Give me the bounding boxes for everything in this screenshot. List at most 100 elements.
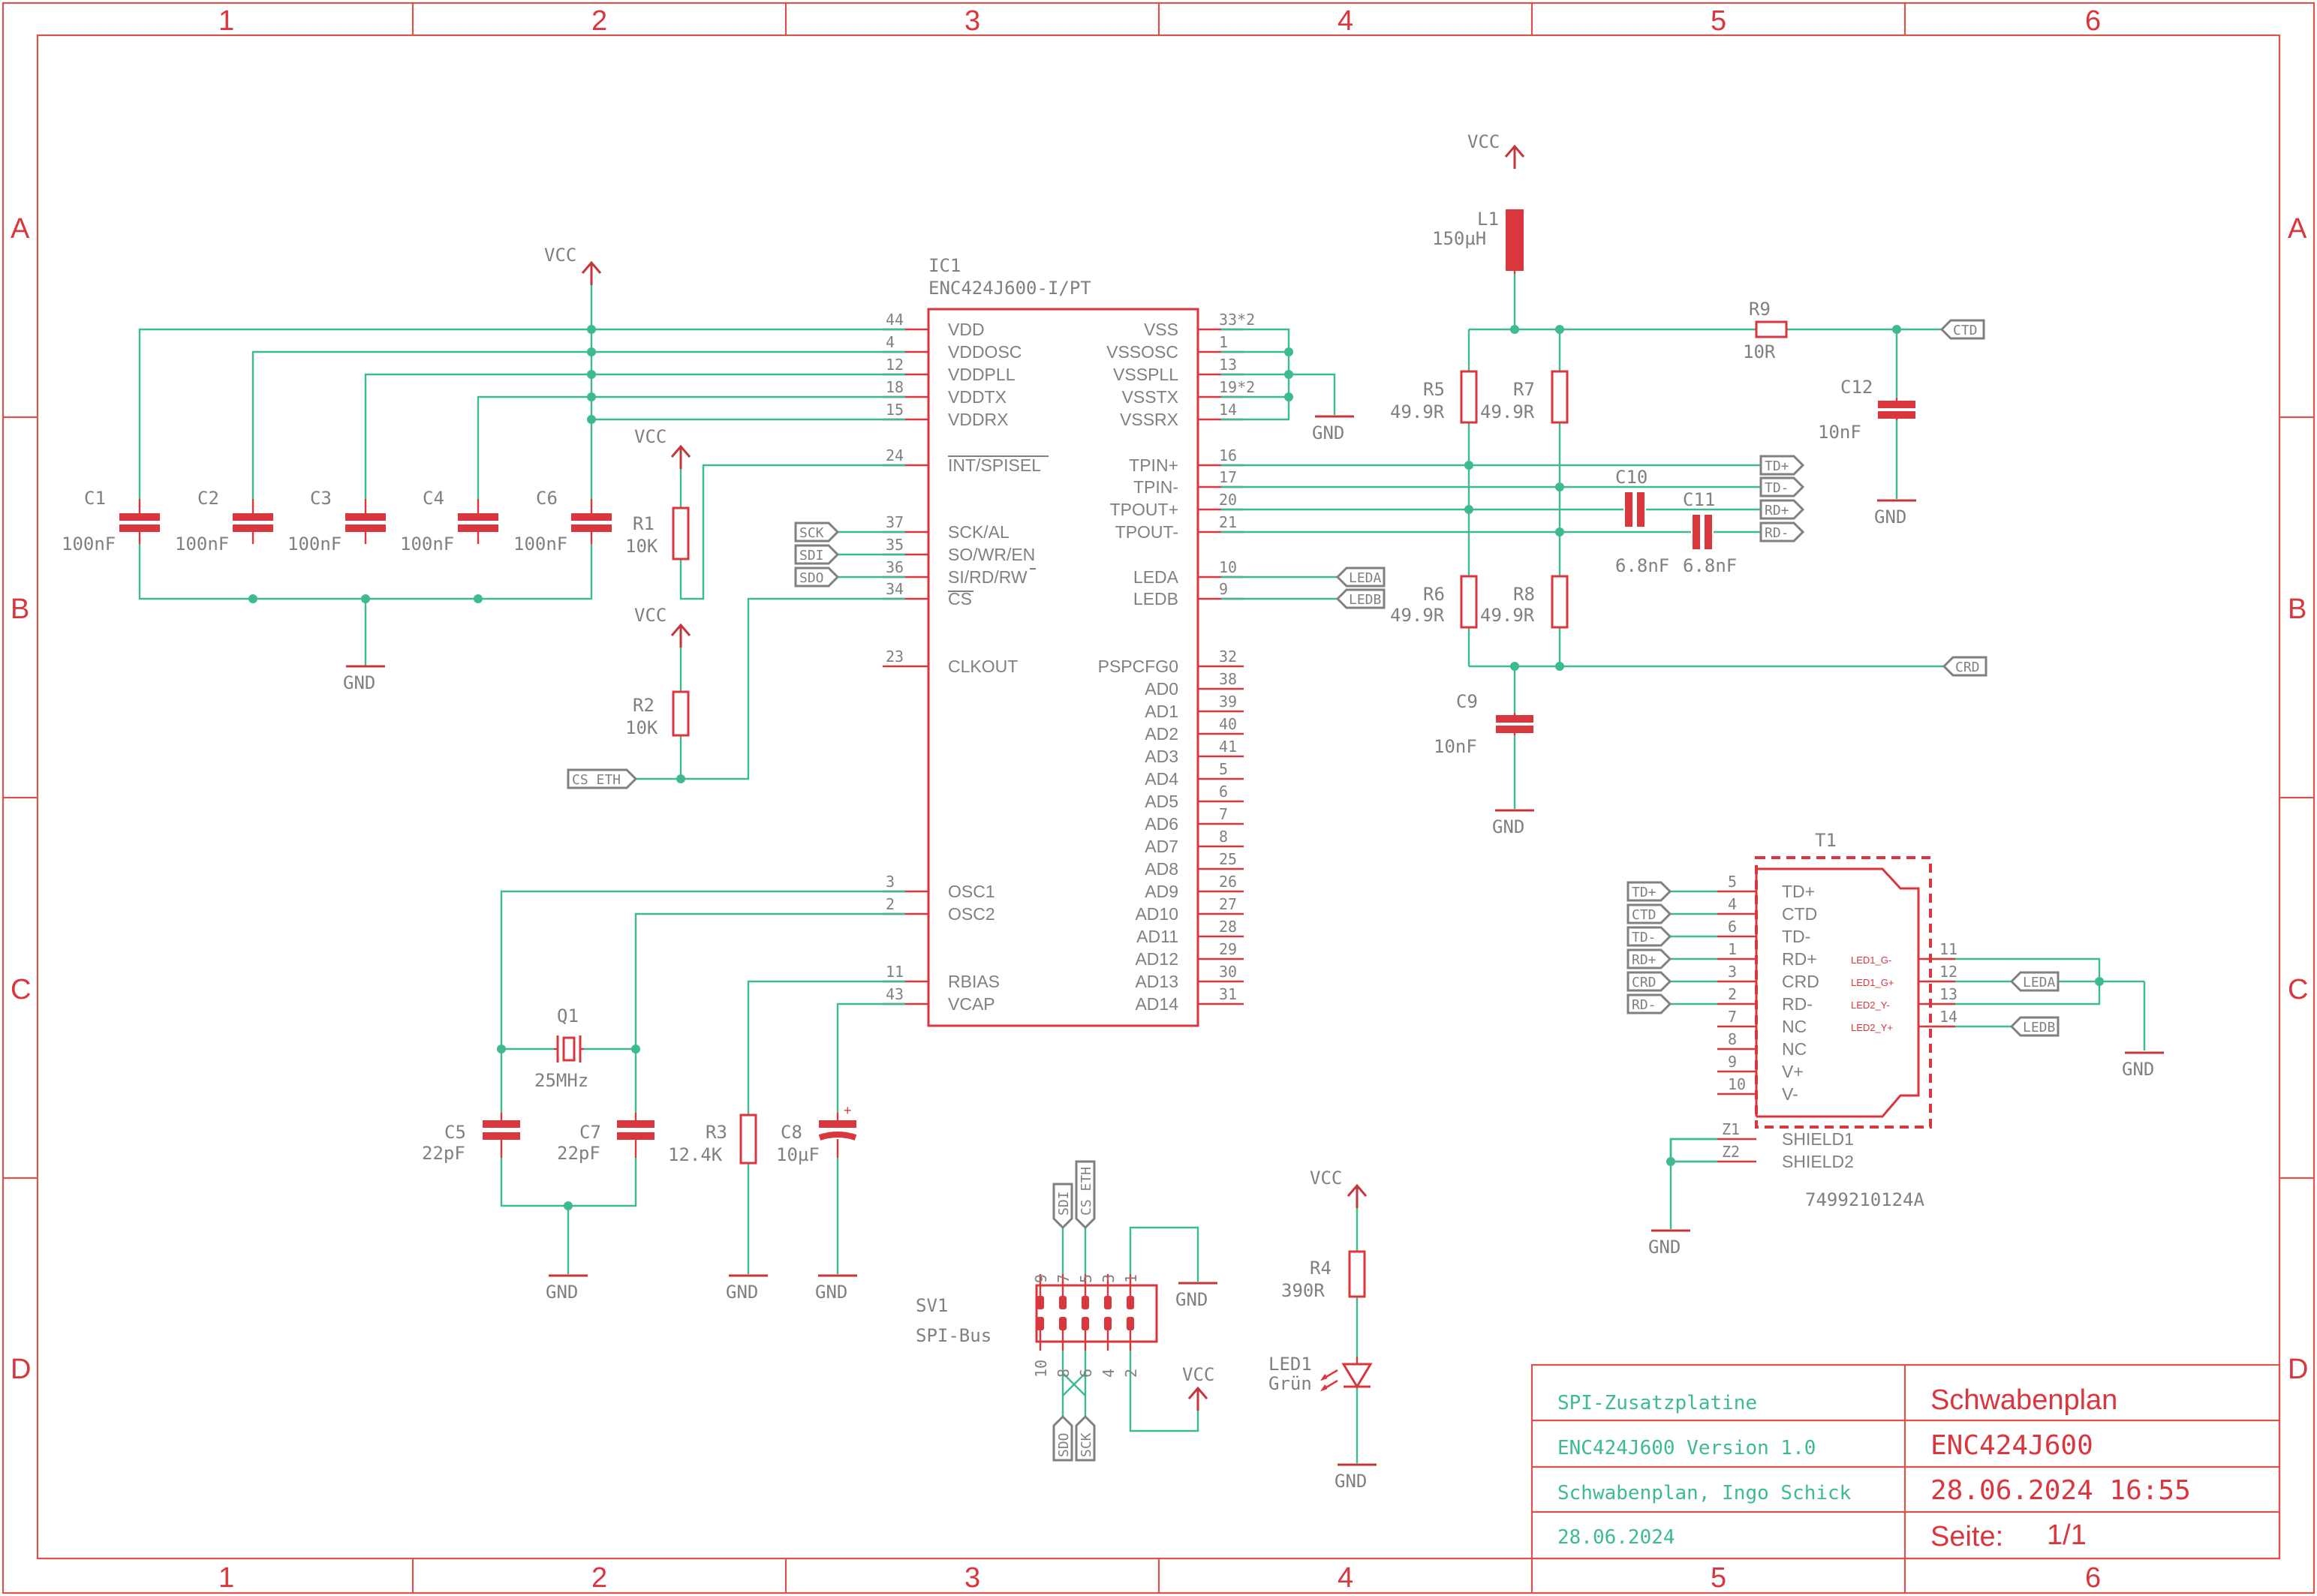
zone-col-top: 3 [964,5,980,37]
t1-pin-number: 2 [1728,985,1737,1003]
gnd-label: GND [1874,506,1906,527]
sv1-pin-number: 9 [1032,1274,1050,1283]
net-label: TD+ [1765,458,1789,474]
ic1-pin-number: 41 [1219,738,1237,756]
net-label: SCK [1079,1432,1094,1457]
ic1-pin-number: 18 [886,378,904,396]
ic1-pin-name: OSC1 [948,882,995,901]
gnd-label: GND [1335,1471,1367,1492]
ic1-pin-name: INT/SPISEL [948,455,1041,475]
sv1-pin-number: 8 [1055,1369,1073,1378]
r1-value: 10K [625,536,658,557]
t1-led-name: LED2_Y+ [1851,1022,1893,1033]
zone-col-bottom: 4 [1338,1562,1353,1594]
t1-led-number: 13 [1939,985,1957,1003]
ic1-pin-number: 7 [1219,805,1228,823]
c12-value: 10nF [1818,422,1861,443]
net-label: TD- [1632,930,1657,945]
c9-value: 10nF [1434,736,1477,757]
gnd-label: GND [1492,816,1524,837]
ic1-pin-number: 31 [1219,985,1237,1003]
ic1-value: ENC424J600-I/PT [928,278,1091,299]
t1-shield-number: Z2 [1722,1143,1740,1161]
ic1-pin-name: SI/RD/RW [948,567,1028,587]
net-label: SCK [799,525,824,541]
ic1-pin-number: 30 [1219,963,1237,981]
t1-led-number: 12 [1939,963,1957,981]
net-label: RD- [1765,525,1789,541]
title-page-value: 1/1 [2047,1519,2087,1551]
ic1-pin-number: 1 [1219,333,1228,351]
r3-value: 12.4K [668,1144,723,1165]
sv1-pin-number: 3 [1100,1274,1118,1283]
crystal-circuit: Q1 25MHz C5 22pF C7 22pF [422,1005,654,1164]
q1-value: 25MHz [534,1070,588,1091]
c2-ref: C2 [197,488,219,509]
zone-col-top: 2 [591,5,607,37]
r1-ref: R1 [633,513,654,534]
c8-value: 10µF [776,1144,820,1165]
ic1-pin-number: 21 [1219,513,1237,531]
ic1-pin-number: 23 [886,648,904,666]
t1-shield-name: SHIELD2 [1782,1152,1854,1171]
ic1-pin-number: 16 [1219,446,1237,464]
title-version: ENC424J600 Version 1.0 [1557,1437,1816,1459]
t1-pin-number: 8 [1728,1030,1737,1048]
r6-ref: R6 [1423,584,1445,605]
r7-value: 49.9R [1480,401,1535,422]
ic1-pin-name: TPIN- [1133,477,1178,497]
net-label: TD+ [1632,885,1657,900]
zone-col-bottom: 3 [964,1562,980,1594]
sv1-pin-number: 2 [1122,1369,1140,1378]
t1-shield-number: Z1 [1722,1120,1740,1138]
net-label: LEDA [1349,570,1382,586]
t1-shield-name: SHIELD1 [1782,1129,1854,1149]
ic1-pin-number: 32 [1219,648,1237,666]
ic1-pin-number: 5 [1219,760,1228,778]
net-label: CTD [1953,323,1978,338]
ic1-pin-name: AD2 [1145,724,1178,744]
c11-ref: C11 [1683,489,1715,510]
ic1-pin-number: 39 [1219,693,1237,711]
ic1-pin-name: AD0 [1145,679,1178,699]
c9-ref: C9 [1456,691,1478,712]
sv1-pin-number: 6 [1077,1369,1095,1378]
vcc-label: VCC [1467,131,1500,152]
r9-value: 10R [1743,341,1776,362]
zone-row-left: A [11,213,30,245]
decoupling-caps: C1 100nF C2 100nF C3 100nF C4 100nF C6 1… [62,488,612,555]
net-label: SDI [799,548,824,564]
r9-ref: R9 [1749,299,1771,320]
c6-value: 100nF [513,534,567,555]
c2-value: 100nF [175,534,229,555]
c5-value: 22pF [422,1143,465,1164]
ic1-pin-number: 34 [886,580,904,598]
ic1-pin-name: AD6 [1145,814,1178,834]
ic1-pin-name: AD7 [1145,837,1178,856]
sv1-pin-number: 10 [1032,1360,1050,1378]
ic1-pin-number: 25 [1219,850,1237,868]
sv1-pin-number: 7 [1055,1274,1073,1283]
gnd-label: GND [815,1282,847,1303]
t1-pin-name: CRD [1782,972,1819,991]
ic1-pin-number: 38 [1219,670,1237,688]
status-led: R4 390R LED1 Grün [1268,1250,1373,1394]
c7-ref: C7 [579,1122,601,1143]
t1-led-number: 11 [1939,940,1957,958]
ic1-pin-number: 6 [1219,783,1228,801]
gnd-label: GND [1312,422,1344,443]
net-label: SDO [1056,1432,1072,1457]
r2-value: 10K [625,717,658,738]
net-label: CS_ETH [1079,1167,1094,1216]
t1-pin-name: RD- [1782,994,1813,1014]
q1-ref: Q1 [557,1005,579,1026]
zone-row-left: B [11,594,29,625]
t1-pin-number: 7 [1728,1008,1737,1026]
ic1-pin-name: AD5 [1145,792,1178,811]
